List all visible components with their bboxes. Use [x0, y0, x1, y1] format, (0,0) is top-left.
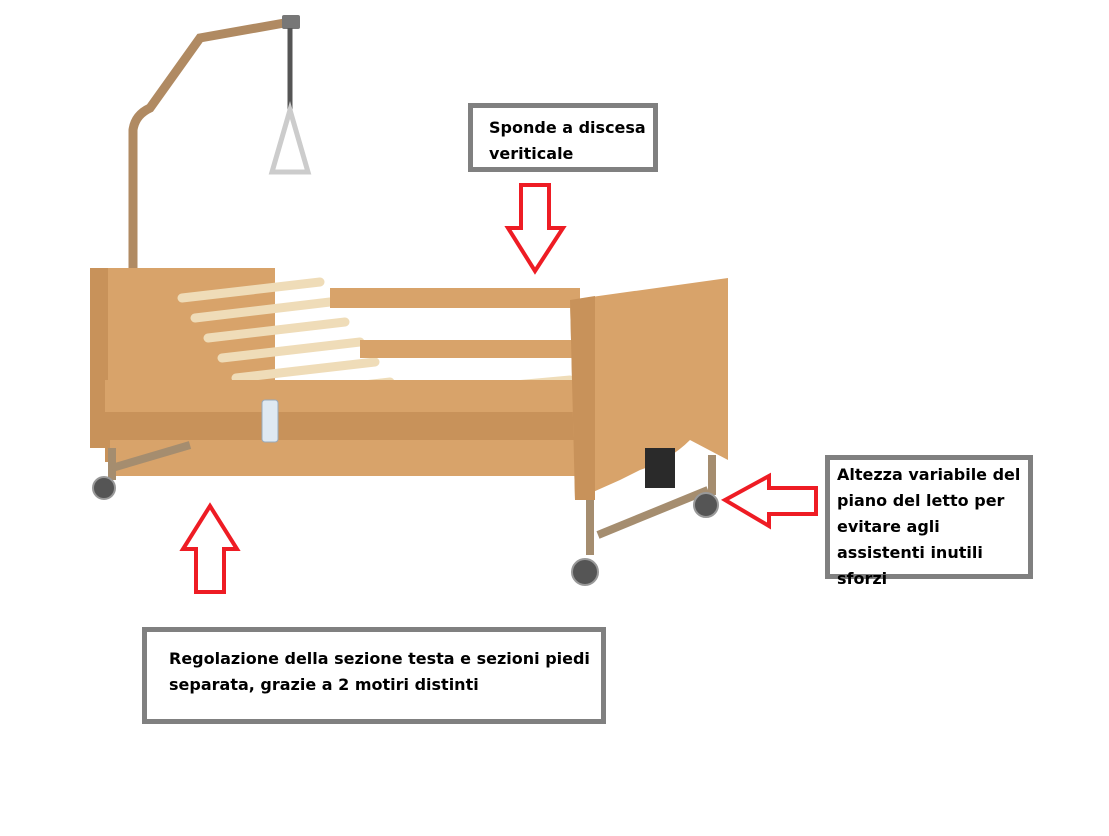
- remote-control: [261, 399, 279, 443]
- side-rails: [105, 288, 580, 476]
- footboard: [570, 278, 728, 500]
- caster-wheels: [92, 476, 719, 586]
- arrow-down-icon: [504, 183, 567, 275]
- callout-height-adjust: Altezza variabile del piano del letto pe…: [825, 455, 1033, 588]
- frame-legs: [108, 441, 716, 555]
- motor: [645, 448, 675, 488]
- lifting-pole: [128, 15, 312, 425]
- callout-side-rails: Sponde a discesa veriticale: [468, 103, 658, 172]
- callout-section-adjust: Regolazione della sezione testa e sezion…: [142, 627, 606, 724]
- arrow-up-icon: [179, 502, 241, 594]
- arrow-left-icon: [720, 472, 818, 530]
